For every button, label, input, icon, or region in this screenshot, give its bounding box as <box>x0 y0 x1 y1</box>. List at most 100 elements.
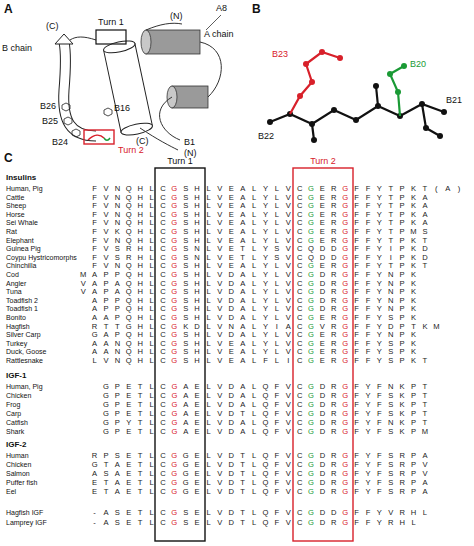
panel-letter: A <box>4 3 13 15</box>
residue: H <box>396 519 407 527</box>
residue: L <box>248 488 259 496</box>
residue: V <box>283 262 294 270</box>
residue: L <box>146 452 157 460</box>
residue: H <box>191 331 202 339</box>
residue: L <box>146 410 157 418</box>
residue: P <box>112 331 123 339</box>
residue: K <box>408 348 419 356</box>
residue: ) <box>453 185 464 193</box>
residue: L <box>146 245 157 253</box>
residue: V <box>100 254 111 262</box>
residue: G <box>180 461 191 469</box>
residue: C <box>157 340 168 348</box>
residue: S <box>385 410 396 418</box>
residue: D <box>226 280 237 288</box>
residue: V <box>214 185 225 193</box>
residue: A <box>100 509 111 517</box>
residue: T <box>237 488 248 496</box>
residue: N <box>112 348 123 356</box>
residue: V <box>214 305 225 313</box>
residue: F <box>271 461 282 469</box>
residue: Y <box>260 262 271 270</box>
residue: L <box>146 194 157 202</box>
species-name: Toadfish 2 <box>6 297 38 304</box>
residue: E <box>89 479 100 487</box>
residue: H <box>134 194 145 202</box>
residue: G <box>339 470 350 478</box>
residue: L <box>203 280 214 288</box>
residue: H <box>408 509 419 517</box>
residue: S <box>385 470 396 478</box>
residue-label: A8 <box>216 4 227 13</box>
residue: A <box>419 194 430 202</box>
residue: Q <box>123 340 134 348</box>
residue: R <box>328 357 339 365</box>
residue: S <box>385 314 396 322</box>
species-name: Human, Pig <box>6 185 43 192</box>
residue: K <box>408 254 419 262</box>
residue: L <box>146 280 157 288</box>
residue: F <box>374 461 385 469</box>
residue: E <box>317 314 328 322</box>
residue: Y <box>374 202 385 210</box>
residue-label: B25 <box>42 117 58 126</box>
residue: M <box>408 228 419 236</box>
residue: Q <box>260 461 271 469</box>
residue: T <box>419 401 430 409</box>
residue: L <box>271 297 282 305</box>
residue: L <box>248 314 259 322</box>
residue: S <box>385 392 396 400</box>
residue: G <box>305 410 316 418</box>
residue: D <box>317 461 328 469</box>
turn-1-box <box>96 30 126 44</box>
residue: G <box>305 340 316 348</box>
residue: S <box>180 314 191 322</box>
sequence: FVSRHLCGSNLVETLYSVCQDDGFFYIPKD <box>89 245 431 253</box>
residue-label: B23 <box>272 50 288 59</box>
residue: C <box>294 185 305 193</box>
residue: L <box>248 194 259 202</box>
residue: Q <box>123 357 134 365</box>
residue: V <box>214 419 225 427</box>
residue: H <box>134 314 145 322</box>
residue: L <box>248 470 259 478</box>
residue: L <box>248 323 259 331</box>
residue: Y <box>362 488 373 496</box>
residue: E <box>317 262 328 270</box>
residue: G <box>305 470 316 478</box>
residue: G <box>169 219 180 227</box>
residue: A <box>89 340 100 348</box>
residue: L <box>271 340 282 348</box>
residue: V <box>100 228 111 236</box>
residue: G <box>305 392 316 400</box>
residue: N <box>112 202 123 210</box>
residue: G <box>339 297 350 305</box>
residue: E <box>226 194 237 202</box>
residue: A <box>89 470 100 478</box>
residue: Q <box>123 271 134 279</box>
residue: E <box>226 348 237 356</box>
sequence: VAPAQHLCGSHLVDALYLVCGDRGFFYNPK <box>78 288 420 296</box>
sequence: APPQHLCGSHLVDALYLVCGDRGFFYNPK <box>89 305 419 313</box>
residue: G <box>339 452 350 460</box>
residue: F <box>362 519 373 527</box>
residue: K <box>408 331 419 339</box>
residue: P <box>396 202 407 210</box>
residue: P <box>396 245 407 253</box>
residue: N <box>385 383 396 391</box>
residue: G <box>100 383 111 391</box>
residue: L <box>271 262 282 270</box>
residue: A <box>237 314 248 322</box>
species-name: Puffer fish <box>6 479 37 486</box>
residue: F <box>89 219 100 227</box>
residue: F <box>351 211 362 219</box>
residue: P <box>112 383 123 391</box>
residue: Q <box>123 228 134 236</box>
residue: R <box>328 461 339 469</box>
residue: E <box>226 228 237 236</box>
residue: G <box>305 419 316 427</box>
residue: P <box>100 297 111 305</box>
residue: V <box>214 254 225 262</box>
residue: V <box>283 271 294 279</box>
residue: C <box>157 479 168 487</box>
